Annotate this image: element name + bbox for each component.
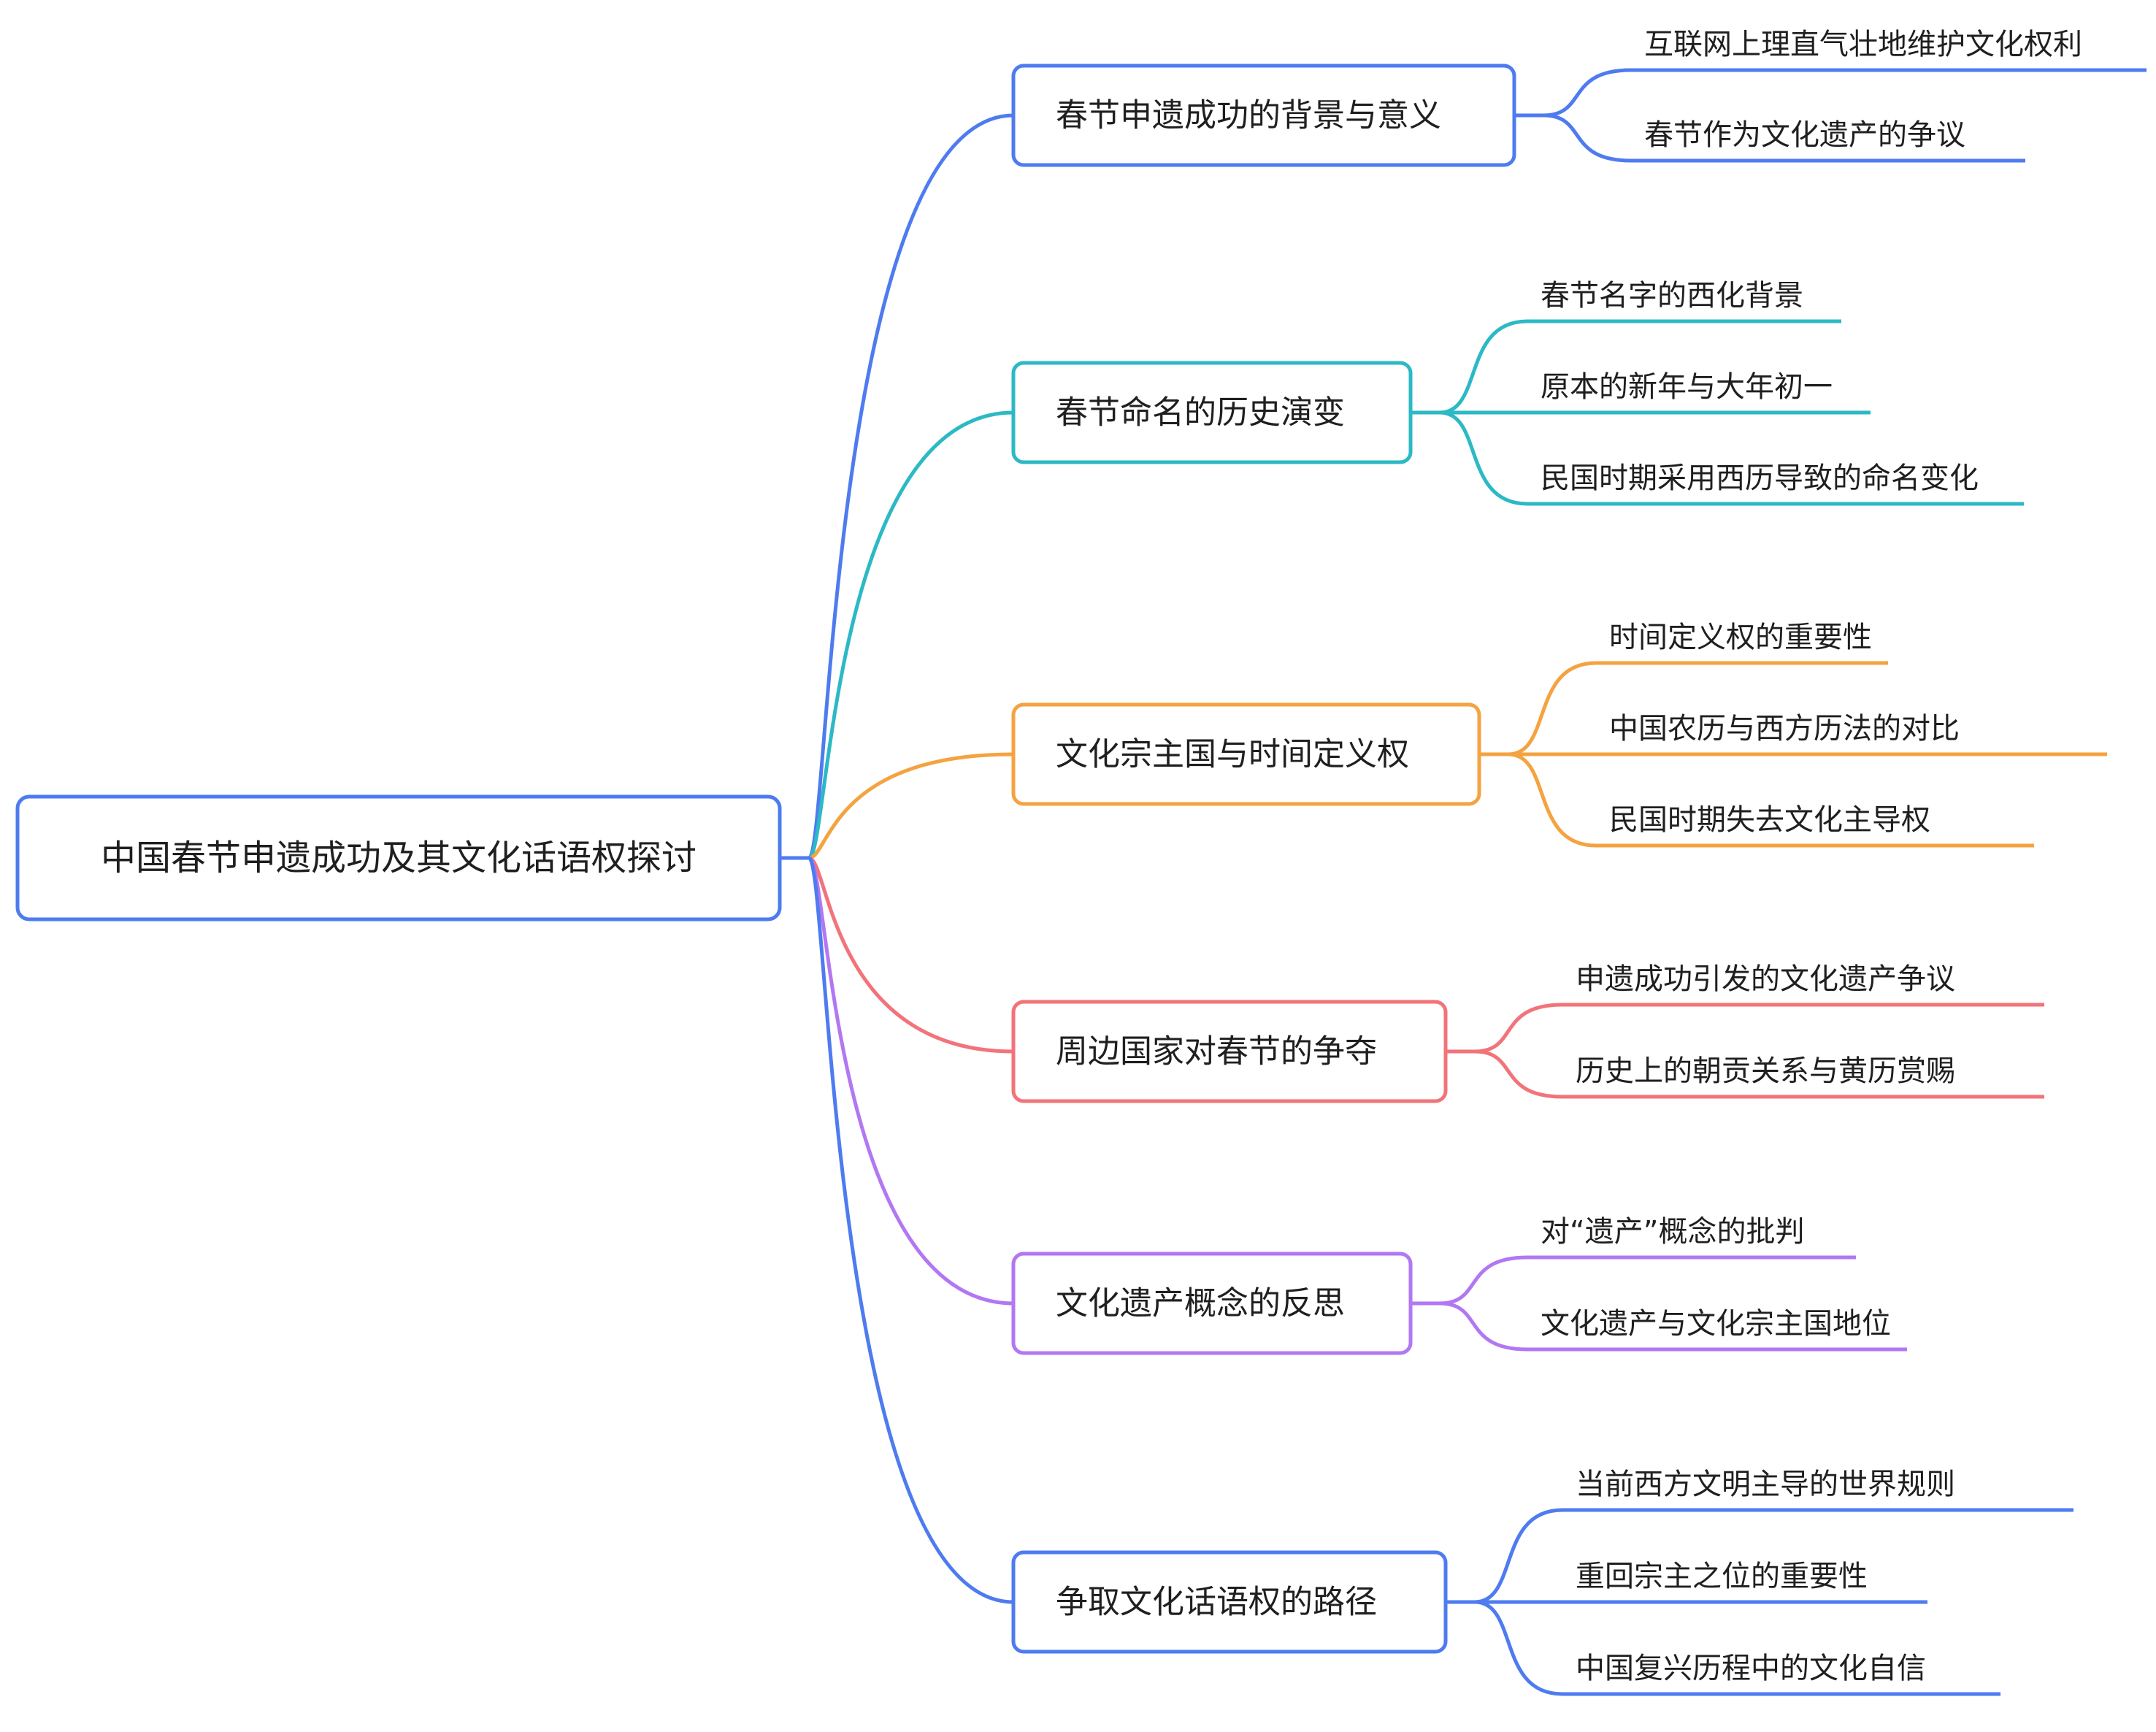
leaf-connector	[1474, 1003, 2044, 1054]
branch-connector	[807, 410, 1014, 860]
branch-node-label: 春节申遗成功的背景与意义	[1056, 97, 1441, 134]
leaf-node-label[interactable]: 重回宗主之位的重要性	[1576, 1560, 1868, 1593]
leaf-node-label[interactable]: 对“遗产”概念的批判	[1541, 1215, 1804, 1249]
branch-node[interactable]: 文化宗主国与时间定义权	[1011, 702, 1481, 806]
leaf-connector	[1439, 1255, 1856, 1306]
leaf-node-label[interactable]: 互联网上理直气壮地维护文化权利	[1644, 28, 2082, 61]
branch-node[interactable]: 文化遗产概念的反思	[1011, 1252, 1413, 1355]
branch-node-label: 周边国家对春节的争夺	[1056, 1033, 1377, 1070]
leaf-node-label[interactable]: 历史上的朝贡关系与黄历赏赐	[1576, 1054, 1955, 1088]
branch-connector	[807, 113, 1014, 860]
leaf-node-label[interactable]: 中国复兴历程中的文化自信	[1576, 1652, 1926, 1685]
leaf-connector	[1508, 752, 2034, 848]
branch-node-box	[1011, 1550, 1448, 1654]
branch-node[interactable]: 周边国家对春节的争夺	[1011, 1000, 1448, 1103]
leaf-node-label[interactable]: 民国时期失去文化主导权	[1609, 803, 1930, 837]
leaf-node-label[interactable]: 民国时期采用西历导致的命名变化	[1541, 461, 1979, 495]
leaf-node-label[interactable]: 春节名字的西化背景	[1541, 279, 1803, 313]
branch-node-box	[1011, 64, 1516, 167]
branch-node[interactable]: 争取文化话语权的路径	[1011, 1550, 1448, 1654]
leaf-connector	[1439, 1301, 1907, 1352]
root-node[interactable]: 中国春节申遗成功及其文化话语权探讨	[15, 794, 782, 921]
leaf-connector	[1474, 1508, 2073, 1604]
branch-connector	[807, 856, 1014, 1604]
branch-node[interactable]: 春节申遗成功的背景与意义	[1011, 64, 1516, 167]
leaf-node-label[interactable]: 春节作为文化遗产的争议	[1644, 118, 1965, 152]
branch-node-box	[1011, 702, 1481, 806]
leaf-node-label[interactable]: 文化遗产与文化宗主国地位	[1541, 1307, 1891, 1341]
branch-node-label: 春节命名的历史演变	[1056, 394, 1345, 432]
leaf-connector	[1543, 68, 2147, 118]
leaf-connector	[1439, 410, 2024, 506]
leaf-connector	[1439, 319, 1841, 415]
leaf-node-label[interactable]: 中国农历与西方历法的对比	[1609, 712, 1960, 746]
branch-node-box	[1011, 1252, 1413, 1355]
branch-connector	[808, 752, 1014, 860]
branch-node-label: 文化宗主国与时间定义权	[1056, 736, 1409, 773]
branch-node-box	[1011, 361, 1413, 464]
leaf-node-label[interactable]: 原本的新年与大年初一	[1541, 370, 1833, 404]
branch-node-label: 文化遗产概念的反思	[1056, 1285, 1345, 1322]
branch-node-label: 争取文化话语权的路径	[1056, 1584, 1377, 1621]
connector-layer	[780, 68, 2147, 1696]
leaf-connector	[1474, 1049, 2044, 1099]
branch-connector	[808, 856, 1014, 1054]
branch-connector	[807, 856, 1014, 1306]
leaf-node-label[interactable]: 申遗成功引发的文化遗产争议	[1576, 962, 1955, 996]
leaf-node-label[interactable]: 当前西方文明主导的世界规则	[1576, 1468, 1955, 1501]
branch-node[interactable]: 春节命名的历史演变	[1011, 361, 1413, 464]
leaf-connector	[1508, 661, 1888, 756]
branch-layer: 春节申遗成功的背景与意义春节命名的历史演变文化宗主国与时间定义权周边国家对春节的…	[1011, 64, 1516, 1654]
leaf-connector	[1474, 1600, 2000, 1696]
leaf-node-label[interactable]: 时间定义权的重要性	[1609, 621, 1872, 654]
root-node-box	[15, 794, 782, 921]
root-node-label: 中国春节申遗成功及其文化话语权探讨	[101, 838, 697, 878]
branch-node-box	[1011, 1000, 1448, 1103]
leaf-layer: 互联网上理直气壮地维护文化权利春节作为文化遗产的争议春节名字的西化背景原本的新年…	[1541, 28, 2082, 1685]
leaf-connector	[1543, 113, 2025, 163]
